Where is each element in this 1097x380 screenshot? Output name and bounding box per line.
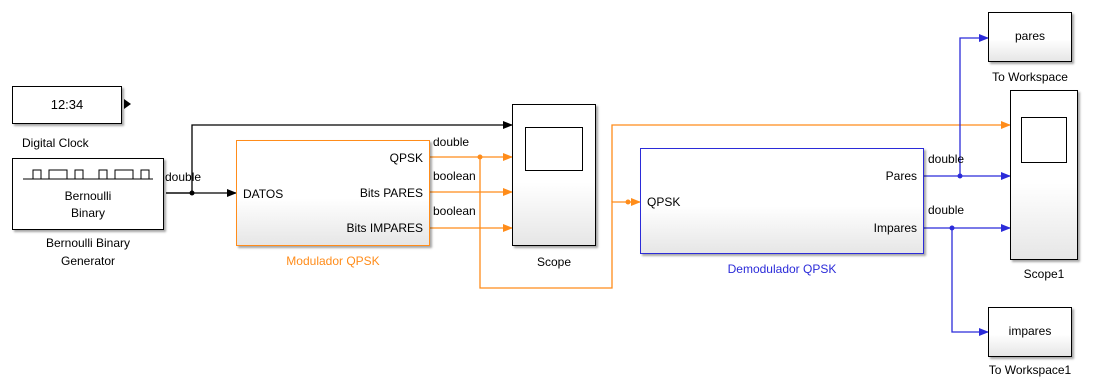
modulator-label: Modulador QPSK bbox=[286, 254, 380, 268]
bernoulli-text-1: Bernoulli bbox=[64, 189, 112, 203]
bernoulli-label-1: Bernoulli Binary bbox=[45, 236, 131, 250]
to-workspace1-label: To Workspace1 bbox=[988, 363, 1072, 377]
bernoulli-binary-block[interactable]: Bernoulli Binary bbox=[12, 158, 164, 230]
scope1-block[interactable] bbox=[1010, 90, 1078, 260]
demodulator-in-port-qpsk: QPSK bbox=[647, 195, 681, 209]
demodulator-out-port-pares: Pares bbox=[885, 169, 917, 183]
bernoulli-text-2: Binary bbox=[70, 206, 105, 220]
qpsk-signal-wire[interactable] bbox=[430, 121, 1011, 289]
to-workspace-label: To Workspace bbox=[992, 70, 1068, 84]
clock-output-port-icon bbox=[124, 99, 131, 109]
modulator-qpsk-block[interactable]: DATOS QPSK Bits PARES Bits IMPARES bbox=[236, 140, 430, 246]
scope-block[interactable] bbox=[512, 104, 596, 246]
signal-label-impares-boolean: boolean bbox=[433, 204, 476, 218]
to-workspace-pares-block[interactable]: pares bbox=[988, 12, 1072, 62]
to-workspace-impares-block[interactable]: impares bbox=[988, 307, 1072, 357]
clock-display: 12:34 bbox=[50, 97, 84, 112]
pares-output-wire[interactable] bbox=[924, 34, 1011, 180]
signal-label-double: double bbox=[165, 170, 202, 184]
demodulator-qpsk-block[interactable]: QPSK Pares Impares bbox=[640, 148, 924, 254]
workspace-var-pares: pares bbox=[1014, 29, 1046, 43]
scope1-screen-icon bbox=[1021, 117, 1067, 163]
scope-label: Scope bbox=[536, 255, 572, 269]
signal-label-qpsk-double: double bbox=[433, 135, 470, 149]
signal-label-pares-boolean: boolean bbox=[433, 169, 476, 183]
modulator-out-port-pares: Bits PARES bbox=[359, 186, 423, 200]
pulse-train-icon bbox=[23, 169, 153, 180]
bernoulli-to-modulator-wire[interactable] bbox=[166, 121, 513, 197]
modulator-in-port-datos: DATOS bbox=[243, 187, 284, 201]
digital-clock-label: Digital Clock bbox=[22, 136, 89, 150]
signal-label-pares-double: double bbox=[928, 152, 965, 166]
scope1-label: Scope1 bbox=[1023, 267, 1065, 281]
modulator-out-port-impares: Bits IMPARES bbox=[346, 221, 423, 235]
digital-clock-block[interactable]: 12:34 bbox=[12, 86, 122, 124]
bernoulli-label-2: Generator bbox=[60, 254, 116, 268]
impares-output-wire[interactable] bbox=[924, 224, 1011, 336]
demodulator-out-port-impares: Impares bbox=[873, 221, 917, 235]
demodulator-label: Demodulador QPSK bbox=[727, 262, 837, 276]
workspace-var-impares: impares bbox=[1008, 324, 1052, 338]
signal-label-impares-double: double bbox=[928, 203, 965, 217]
scope-screen-icon bbox=[525, 127, 583, 171]
modulator-out-port-qpsk: QPSK bbox=[389, 151, 423, 165]
